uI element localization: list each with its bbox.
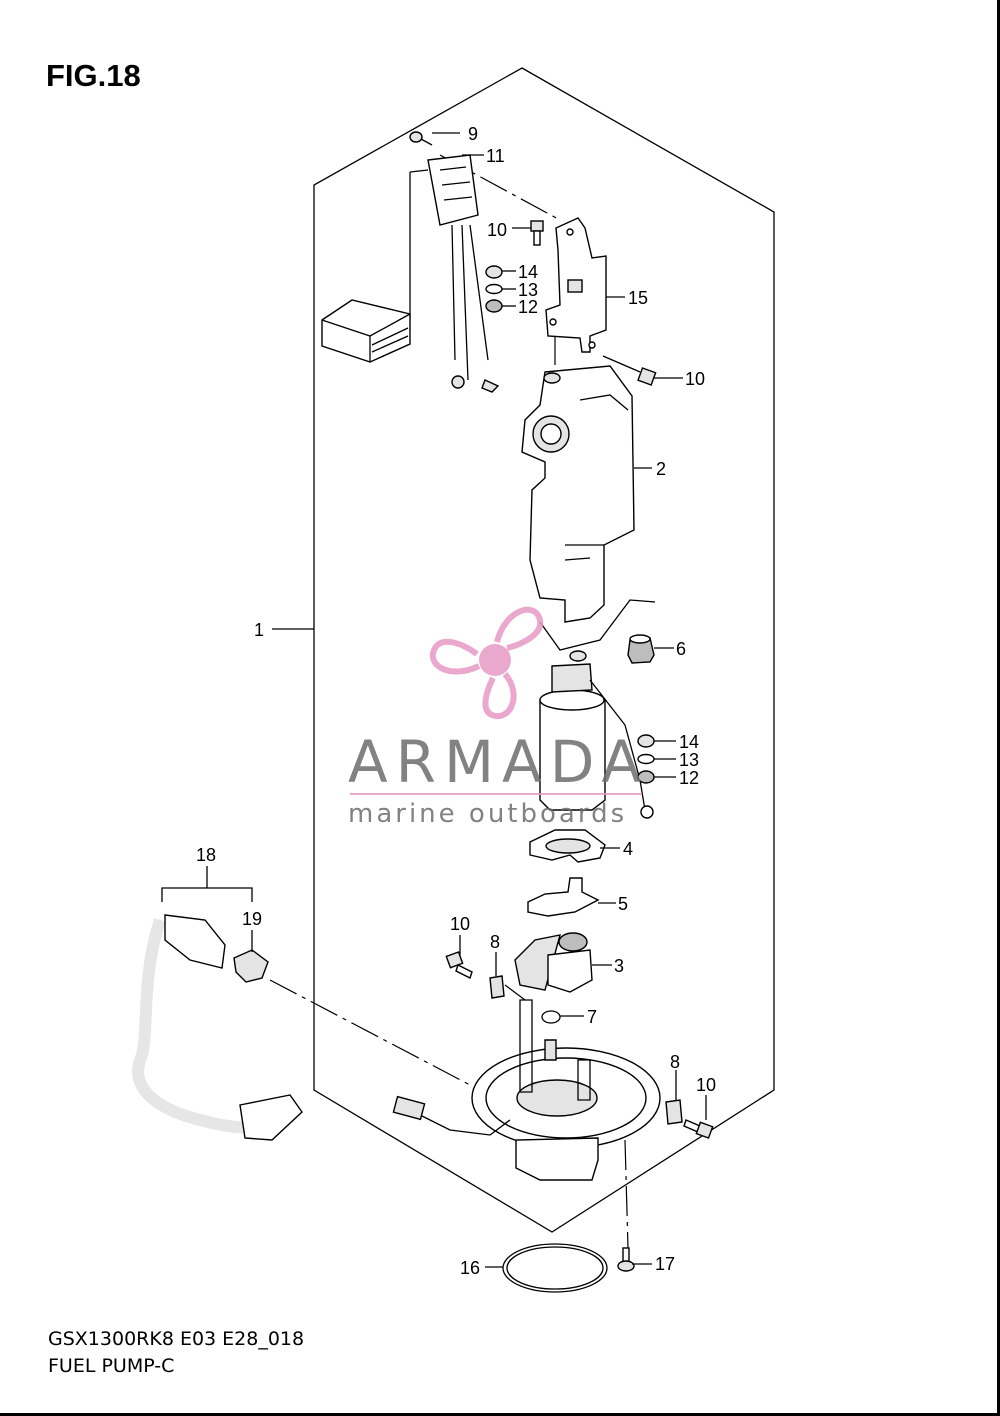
fuel-pump-motor [539,650,654,819]
callout-13-lower: 13 [679,750,699,770]
bolt-part-10-lower-left [445,951,473,979]
pump-lead-wire [392,1095,511,1136]
callout-10-upper: 10 [487,220,507,240]
callout-12-lower: 12 [679,768,699,788]
figure-subtitle: FUEL PUMP-C [48,1355,175,1377]
rubber-cushion-part-6 [627,634,655,664]
lock-washer-part-12-upper [485,299,503,313]
plate-part-5 [527,877,600,917]
model-code: GSX1300RK8 E03 E28_018 [48,1328,305,1350]
o-ring-part-7 [541,1010,561,1024]
callout-8-upper: 8 [490,932,500,952]
callout-5: 5 [618,894,628,914]
axis-line-left [269,979,471,1086]
callout-15: 15 [628,288,648,308]
propeller-logo [429,606,544,720]
float-part [321,299,411,363]
clip-part-8-upper [489,975,505,999]
callout-14-upper: 14 [518,262,538,282]
callout-4: 4 [623,839,633,859]
callout-10-lower-left: 10 [450,914,470,934]
callout-19: 19 [242,909,262,929]
fuel-level-sender-part-11 [409,154,500,393]
assembly-outline [313,67,775,1233]
callout-2: 2 [656,459,666,479]
bracket-part-15 [545,217,607,353]
callout-11: 11 [486,146,505,166]
bolt-part-17 [617,1247,635,1272]
callout-14-lower: 14 [679,732,699,752]
callout-16: 16 [460,1258,480,1278]
gasket-part-16 [502,1243,608,1293]
callout-6: 6 [676,639,686,659]
callout-10-lower-right: 10 [696,1075,716,1095]
callout-13-upper: 13 [518,280,538,300]
callout-1: 1 [254,620,264,640]
leader-lines [161,132,707,1268]
callout-18: 18 [196,845,216,865]
bolt-part-10-right [602,355,657,386]
pump-housing-part-2 [521,365,635,623]
ground-wire [539,599,656,651]
pump-base-plate [471,999,661,1181]
callout-3: 3 [614,956,624,976]
fuel-hose-part-18 [132,914,303,1141]
nut-part-14-upper [485,265,503,279]
callout-17: 17 [655,1254,675,1274]
watermark-tagline: marine outboards [348,799,627,829]
fuel-filter-part-3 [514,932,593,993]
callout-9: 9 [468,124,478,144]
hose-clamp-part-19 [233,949,269,983]
washer-part-13-upper [485,283,503,295]
bolt-part-10-upper [530,220,544,246]
screw-part-9 [409,131,433,146]
callout-7: 7 [587,1007,597,1027]
watermark-brand: ARMADA [348,728,649,796]
bolt-part-10-lower-right [683,1119,714,1139]
figure-title: FIG.18 [46,58,141,93]
axis-line-bracket [504,984,526,1001]
armada-watermark: ARMADA marine outboards [348,606,649,829]
callout-12-upper: 12 [518,297,538,317]
axis-line-bottom [624,1139,629,1249]
callout-10-right: 10 [685,369,705,389]
clip-part-8-lower [665,1099,683,1125]
pump-holder-part-4 [529,829,606,863]
callout-8-lower: 8 [670,1052,680,1072]
